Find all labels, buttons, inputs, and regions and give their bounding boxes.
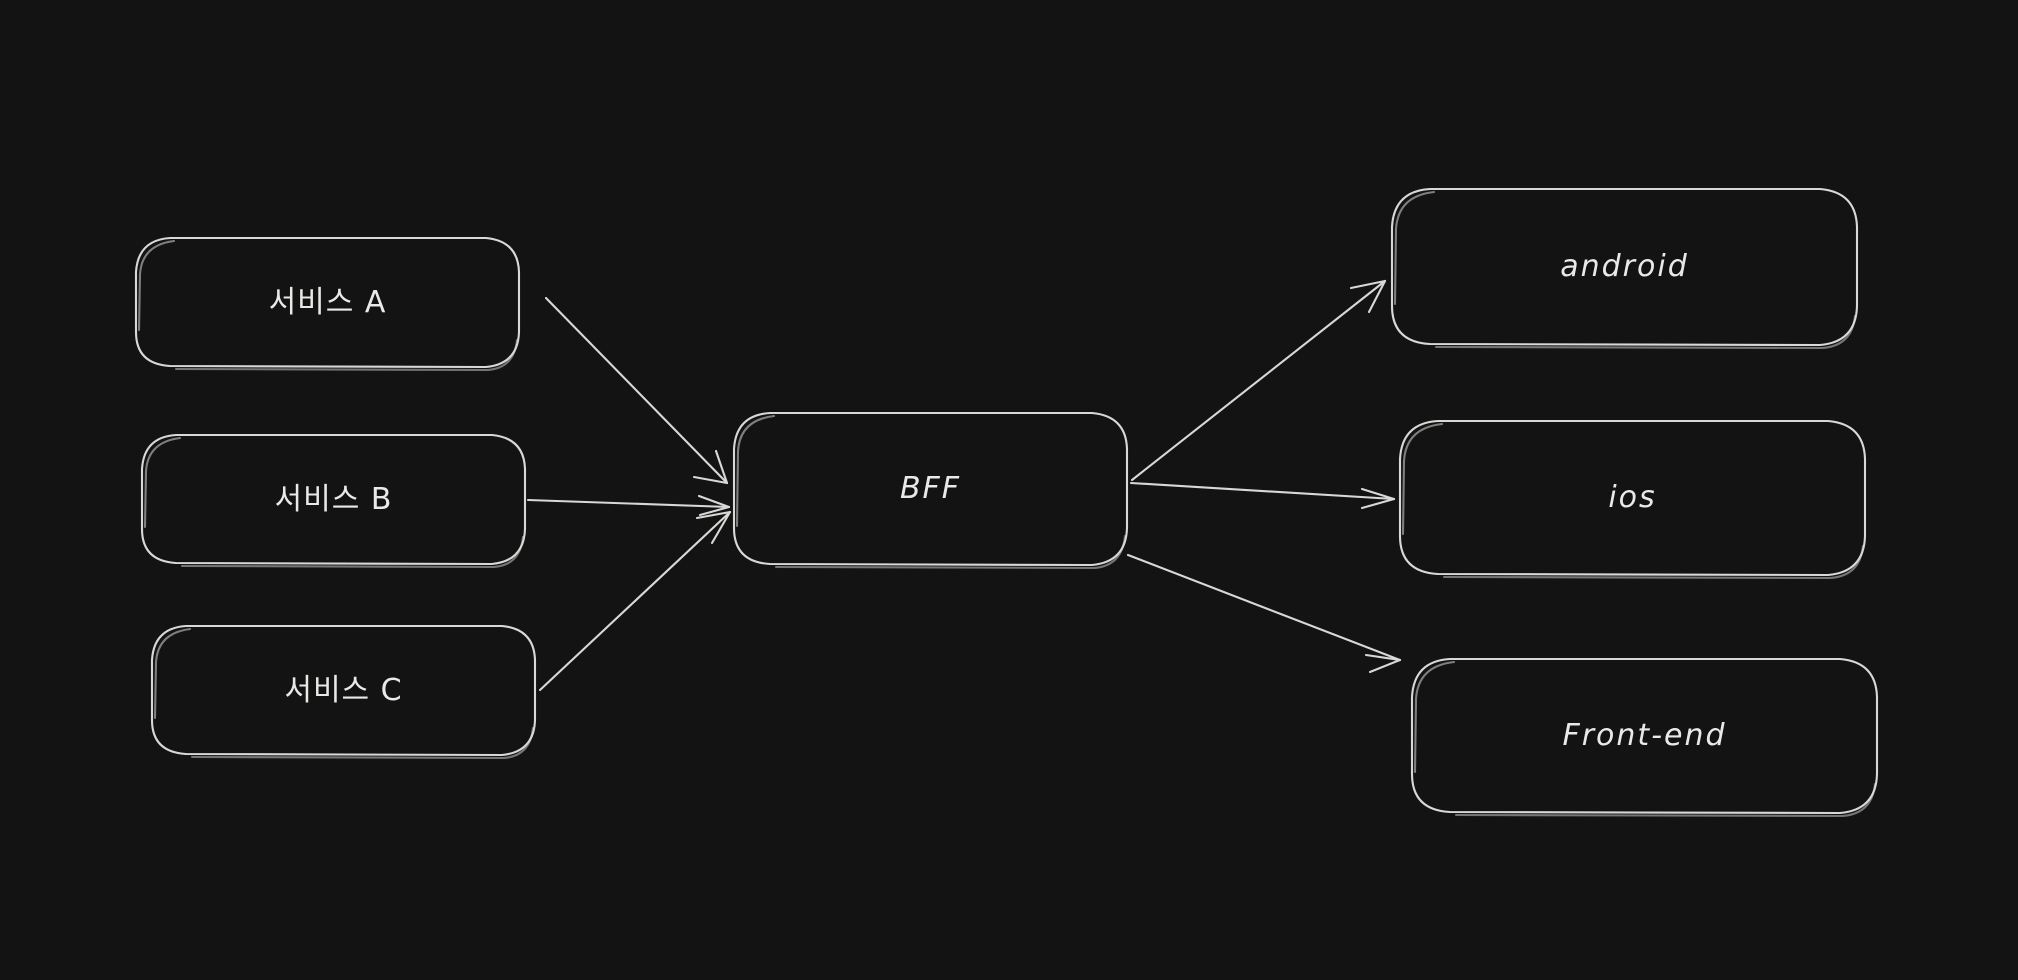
edge-bff-to-ios[interactable] xyxy=(1129,481,1396,510)
node-service-b-label: 서비스 B xyxy=(274,481,393,517)
edge-bff-to-android[interactable] xyxy=(1130,279,1387,482)
node-android-label: android xyxy=(1560,249,1689,284)
node-bff-label: BFF xyxy=(899,471,962,506)
node-outline-bff[interactable] xyxy=(732,411,1129,570)
edge-service-c-to-bff[interactable] xyxy=(538,510,732,692)
node-frontend[interactable]: Front-end xyxy=(1412,659,1877,813)
edge-bff-to-frontend[interactable] xyxy=(1126,553,1402,674)
node-service-a[interactable]: 서비스 A xyxy=(136,238,519,367)
node-service-c-label: 서비스 C xyxy=(284,672,403,708)
node-outline-ios[interactable] xyxy=(1398,419,1867,580)
node-service-a-label: 서비스 A xyxy=(268,284,387,320)
node-ios-label: ios xyxy=(1608,480,1657,515)
edge-service-b-to-bff[interactable] xyxy=(526,494,731,517)
node-bff[interactable]: BFF xyxy=(734,413,1127,565)
edge-service-a-to-bff[interactable] xyxy=(544,296,729,485)
node-android[interactable]: android xyxy=(1392,189,1857,345)
node-outline-frontend[interactable] xyxy=(1410,657,1879,818)
node-frontend-label: Front-end xyxy=(1562,718,1727,753)
node-outline-service-c[interactable] xyxy=(150,624,537,760)
node-outline-service-a[interactable] xyxy=(134,236,521,372)
node-ios[interactable]: ios xyxy=(1400,421,1865,575)
node-service-c[interactable]: 서비스 C xyxy=(152,626,535,755)
node-service-b[interactable]: 서비스 B xyxy=(142,435,525,564)
node-outline-service-b[interactable] xyxy=(140,433,527,569)
node-outline-android[interactable] xyxy=(1390,187,1859,350)
